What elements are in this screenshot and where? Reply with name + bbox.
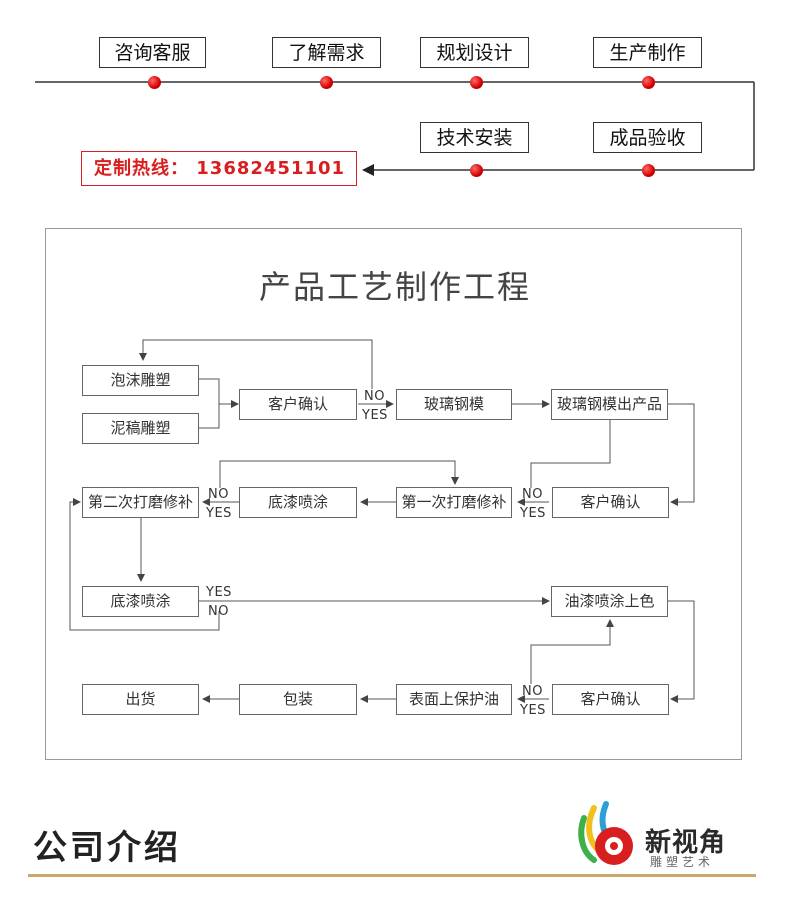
custom-hotline: 定制热线： 13682451101 [81, 151, 357, 186]
timeline-dot-icon [642, 76, 655, 89]
step-planning: 规划设计 [420, 37, 529, 68]
flowchart-title: 产品工艺制作工程 [258, 268, 531, 306]
timeline-dot-icon [320, 76, 333, 89]
label-no: NO [522, 487, 543, 502]
timeline-dot-icon [148, 76, 161, 89]
brand-name: 新视角 [645, 828, 727, 858]
label-yes: YES [206, 506, 232, 521]
timeline-dot-icon [470, 76, 483, 89]
node-primer-2: 底漆喷涂 [82, 586, 199, 617]
section-title: 公司介绍 [33, 828, 181, 868]
flowchart-frame [45, 228, 742, 760]
step-installation: 技术安装 [420, 122, 529, 153]
node-foam-carving: 泡沫雕塑 [82, 365, 199, 396]
node-oil-paint: 油漆喷涂上色 [551, 586, 668, 617]
label-no: NO [522, 684, 543, 699]
node-primer-1: 底漆喷涂 [239, 487, 357, 518]
timeline-dot-icon [642, 164, 655, 177]
node-protective-oil: 表面上保护油 [396, 684, 512, 715]
label-yes: YES [520, 506, 546, 521]
brand-tagline: 雕塑艺术 [650, 855, 715, 869]
node-first-polish: 第一次打磨修补 [396, 487, 512, 518]
node-packaging: 包装 [239, 684, 357, 715]
brand-logo-icon [578, 801, 633, 865]
step-consult: 咨询客服 [99, 37, 206, 68]
label-yes: YES [206, 585, 232, 600]
divider-rule [28, 874, 756, 877]
label-no: NO [364, 389, 385, 404]
label-no: NO [208, 604, 229, 619]
node-customer-confirm-1: 客户确认 [239, 389, 357, 420]
node-second-polish: 第二次打磨修补 [82, 487, 199, 518]
node-customer-confirm-2: 客户确认 [552, 487, 669, 518]
label-no: NO [208, 487, 229, 502]
node-fiberglass-mold: 玻璃钢模 [396, 389, 512, 420]
step-acceptance: 成品验收 [593, 122, 702, 153]
node-mold-product: 玻璃钢模出产品 [551, 389, 668, 420]
step-requirements: 了解需求 [272, 37, 381, 68]
node-shipping: 出货 [82, 684, 199, 715]
label-yes: YES [362, 408, 388, 423]
node-clay-carving: 泥稿雕塑 [82, 413, 199, 444]
node-customer-confirm-3: 客户确认 [552, 684, 669, 715]
step-production: 生产制作 [593, 37, 702, 68]
label-yes: YES [520, 703, 546, 718]
timeline-dot-icon [470, 164, 483, 177]
